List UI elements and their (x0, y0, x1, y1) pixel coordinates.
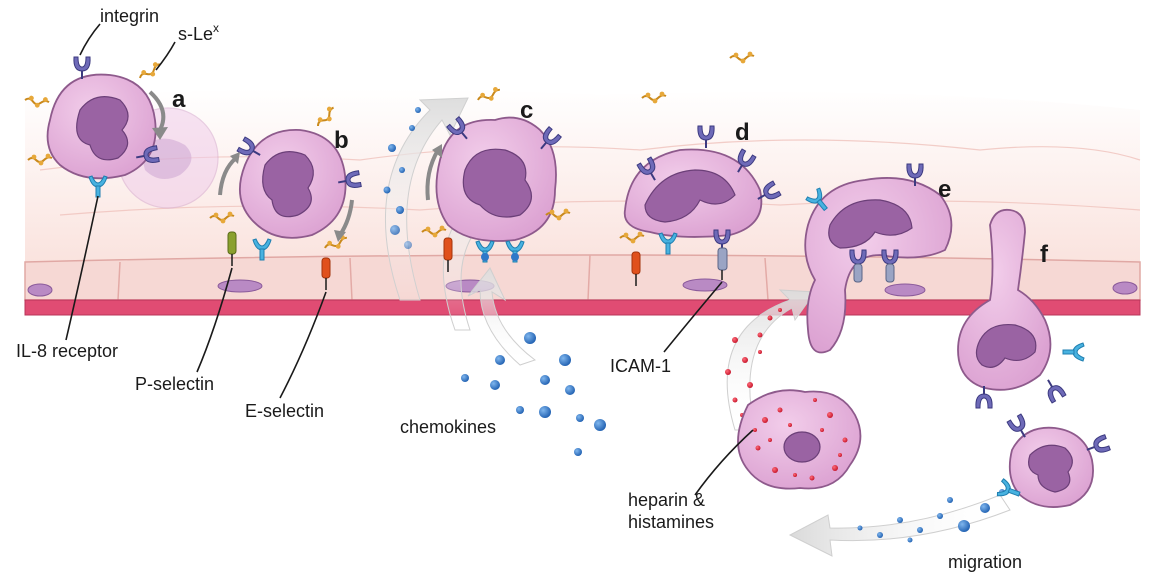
icam1-molecule-d (717, 247, 728, 280)
leader-lines (65, 23, 754, 496)
leukocyte-f (957, 208, 1085, 409)
p-selectin-molecule (227, 231, 237, 266)
leukocyte-a (23, 56, 165, 198)
e-selectin-molecule-c (443, 237, 453, 272)
chemokine-upward-arrow (467, 267, 537, 366)
step-label-b: b (334, 127, 349, 154)
leukocyte-c (421, 84, 571, 263)
step-label-a: a (172, 86, 186, 113)
rolling-arrow-b-left (218, 156, 238, 196)
label-e-selectin: E-selectin (245, 401, 324, 421)
leukocyte-d (619, 125, 782, 255)
label-slex: s-Lex (178, 21, 219, 44)
label-chemokines: chemokines (400, 417, 496, 437)
e-selectin-molecule-d (631, 251, 641, 286)
e-selectin-molecule (321, 257, 331, 290)
leukocyte-b (209, 103, 363, 261)
step-label-d: d (735, 119, 750, 146)
step-labels: a b c d e f (172, 86, 1049, 268)
step-label-c: c (520, 97, 533, 124)
mast-cell (737, 389, 862, 490)
heparin-dots (725, 308, 782, 417)
chemokine-dots (383, 107, 1005, 543)
label-integrin: integrin (100, 6, 159, 26)
label-p-selectin: P-selectin (135, 374, 214, 394)
label-il8-receptor: IL-8 receptor (16, 341, 118, 361)
step-label-e: e (938, 176, 951, 203)
label-icam1: ICAM-1 (610, 356, 671, 376)
rolling-arrow-c (425, 148, 440, 201)
icam1-molecules-e (853, 263, 895, 283)
basement-membrane (24, 299, 1141, 316)
step-label-f: f (1040, 241, 1049, 268)
leukocyte-e (804, 163, 953, 354)
rolling-arrow-a (148, 90, 166, 131)
endothelium (24, 254, 1141, 301)
label-histamines: histamines (628, 512, 714, 532)
label-migration: migration (948, 552, 1022, 572)
leukocyte-migrating (995, 413, 1112, 508)
migration-arrow (788, 494, 1011, 557)
label-heparin: heparin & (628, 490, 705, 510)
